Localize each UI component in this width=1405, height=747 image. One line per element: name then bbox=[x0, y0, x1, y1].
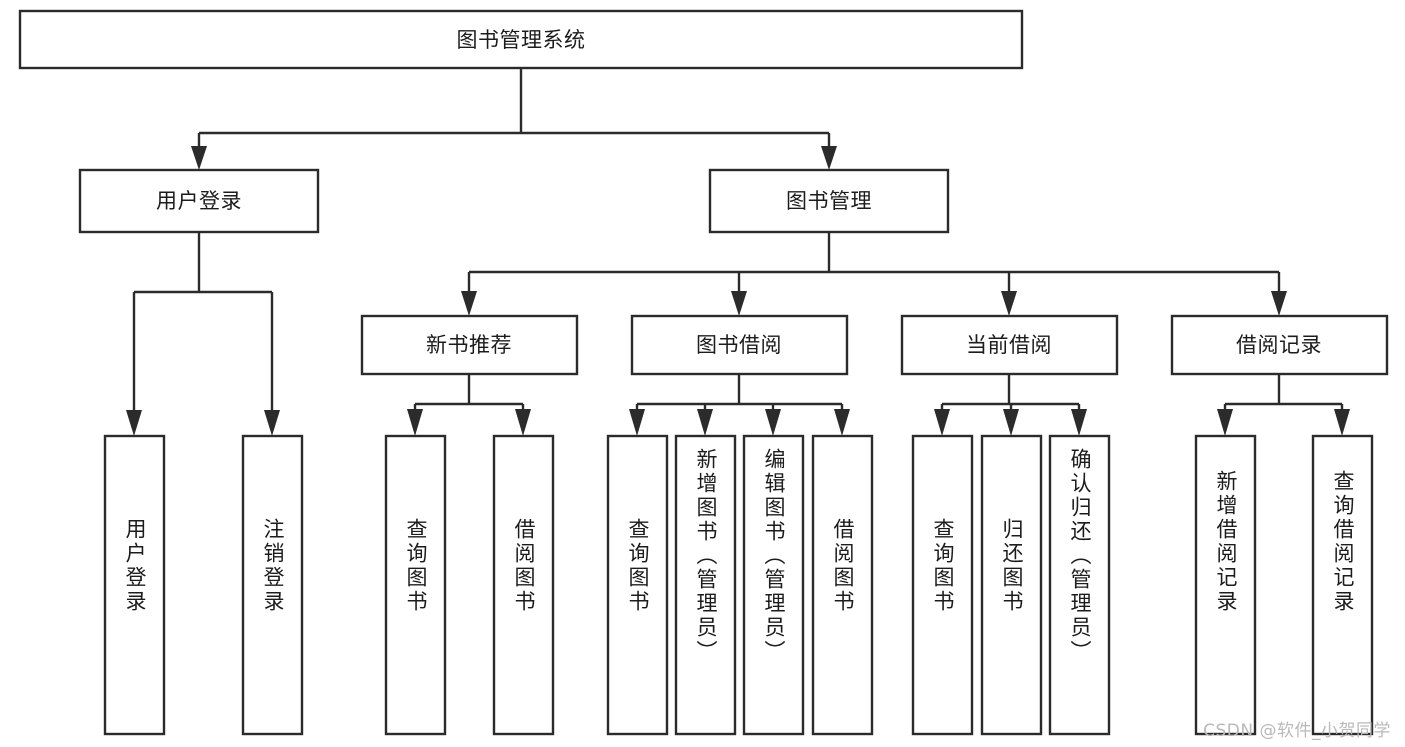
node-new-book-recommend[interactable]: 新书推荐 bbox=[360, 314, 579, 376]
node-root-label: 图书管理系统 bbox=[457, 28, 586, 52]
node-user-login-box[interactable] bbox=[78, 168, 320, 234]
arrow-head-leaf-user-login-1 bbox=[126, 410, 142, 436]
node-root[interactable]: 图书管理系统 bbox=[18, 9, 1024, 70]
leaf-boxes-book-borrow bbox=[606, 434, 874, 736]
connector-group-book-mgmt bbox=[461, 232, 1287, 316]
connector-group-new-book-recommend bbox=[407, 374, 531, 436]
node-current-borrow-box[interactable] bbox=[900, 314, 1119, 376]
leaf-box-cb-3[interactable] bbox=[1048, 434, 1111, 736]
node-current-borrow[interactable]: 当前借阅 bbox=[900, 314, 1119, 376]
arrow-head-leaf-bb-3 bbox=[765, 409, 781, 436]
connector-group-current-borrow bbox=[934, 374, 1087, 436]
node-book-borrow-box[interactable] bbox=[630, 314, 849, 376]
leaf-box-nbr-1[interactable] bbox=[384, 434, 447, 736]
leaf-boxes-borrow-record bbox=[1194, 434, 1374, 736]
node-book-management-box[interactable] bbox=[708, 168, 950, 234]
node-new-book-recommend-box[interactable] bbox=[360, 314, 579, 376]
node-root-box[interactable] bbox=[18, 9, 1024, 70]
node-book-borrow[interactable]: 图书借阅 bbox=[630, 314, 849, 376]
node-book-management[interactable]: 图书管理 bbox=[708, 168, 950, 234]
node-book-borrow-label: 图书借阅 bbox=[696, 333, 782, 357]
leaf-box-bb-2[interactable] bbox=[674, 434, 737, 736]
connector-group-user-login bbox=[126, 232, 280, 436]
node-user-login-label: 用户登录 bbox=[156, 189, 242, 213]
connector-group-book-borrow bbox=[629, 374, 850, 436]
leaf-box-bb-3[interactable] bbox=[742, 434, 805, 736]
arrow-head-leaf-nbr-2 bbox=[515, 409, 531, 436]
arrow-head-user-login bbox=[191, 146, 207, 170]
arrow-head-leaf-nbr-1 bbox=[407, 409, 423, 436]
arrow-head-leaf-br-1 bbox=[1217, 409, 1233, 436]
arrow-head-leaf-bb-2 bbox=[697, 409, 713, 436]
leaf-box-nbr-2[interactable] bbox=[492, 434, 555, 736]
arrow-head-leaf-br-2 bbox=[1334, 409, 1350, 436]
leaf-boxes-new-book-recommend bbox=[384, 434, 555, 736]
leaf-box-br-1[interactable] bbox=[1194, 434, 1257, 736]
csdn-watermark: CSDN @软件_小贺同学 bbox=[1203, 721, 1391, 741]
node-borrow-record[interactable]: 借阅记录 bbox=[1170, 314, 1389, 376]
connector-group-borrow-record bbox=[1217, 374, 1350, 436]
arrow-head-leaf-bb-4 bbox=[834, 409, 850, 436]
node-new-book-recommend-label: 新书推荐 bbox=[426, 333, 512, 357]
arrow-head-leaf-user-login-2 bbox=[264, 410, 280, 436]
arrow-head-current-borrow bbox=[1001, 291, 1017, 316]
leaf-boxes-user-login bbox=[103, 434, 304, 736]
arrow-head-book-borrow bbox=[731, 291, 747, 316]
arrow-head-leaf-cb-1 bbox=[934, 409, 950, 436]
node-user-login[interactable]: 用户登录 bbox=[78, 168, 320, 234]
arrow-head-book-mgmt bbox=[821, 146, 837, 170]
leaf-boxes-current-borrow bbox=[911, 434, 1111, 736]
node-borrow-record-label: 借阅记录 bbox=[1236, 333, 1322, 357]
leaf-box-user-login-2[interactable] bbox=[241, 434, 304, 736]
leaf-box-bb-1[interactable] bbox=[606, 434, 669, 736]
node-borrow-record-box[interactable] bbox=[1170, 314, 1389, 376]
node-current-borrow-label: 当前借阅 bbox=[966, 333, 1052, 357]
leaf-box-br-2[interactable] bbox=[1311, 434, 1374, 736]
connector-group-root bbox=[191, 68, 837, 170]
leaf-box-user-login-1[interactable] bbox=[103, 434, 166, 736]
arrow-head-leaf-bb-1 bbox=[629, 409, 645, 436]
arrow-head-leaf-cb-3 bbox=[1071, 409, 1087, 436]
leaf-box-cb-2[interactable] bbox=[980, 434, 1043, 736]
leaf-box-cb-1[interactable] bbox=[911, 434, 974, 736]
leaf-box-bb-4[interactable] bbox=[811, 434, 874, 736]
arrow-head-new-book-recommend bbox=[461, 291, 477, 316]
arrow-head-leaf-cb-2 bbox=[1003, 409, 1019, 436]
node-book-management-label: 图书管理 bbox=[786, 189, 872, 213]
arrow-head-borrow-record bbox=[1271, 291, 1287, 316]
